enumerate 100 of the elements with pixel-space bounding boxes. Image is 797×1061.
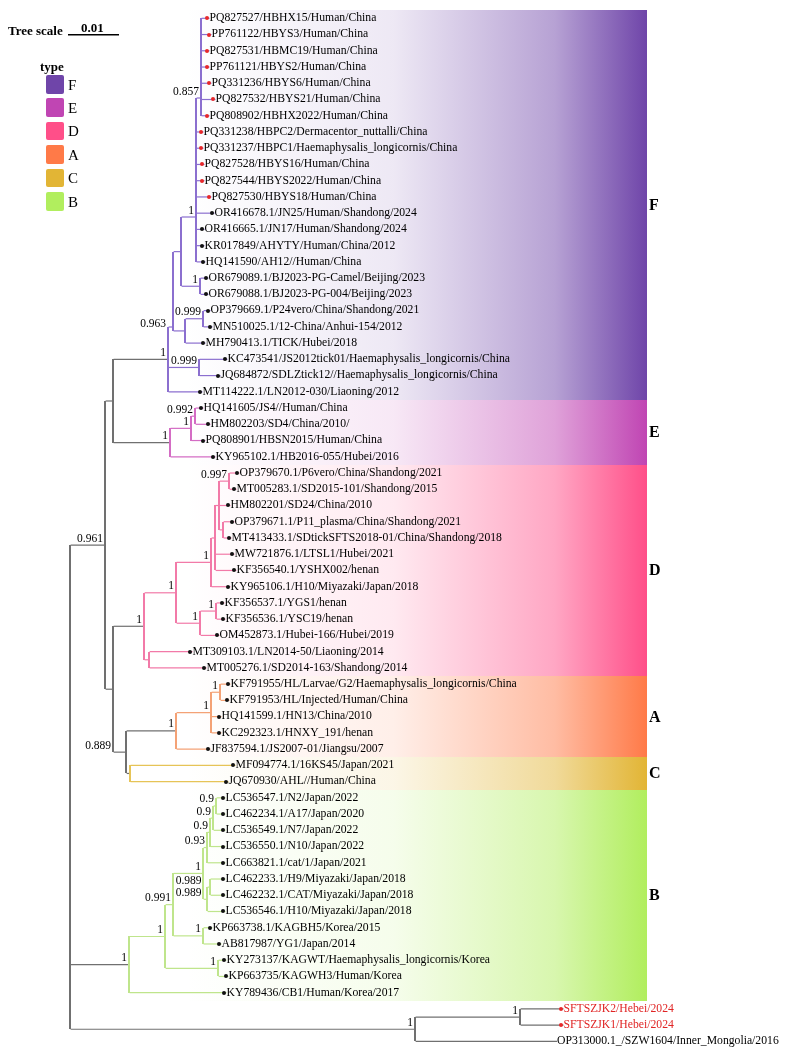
sequence-label: PP761122/HBYS3/Human/China [211, 26, 369, 43]
sequence-label: KC292323.1/HNXY_191/henan [221, 724, 374, 741]
legend-label: A [68, 145, 79, 164]
support-value: 0.857 [173, 85, 199, 97]
branch-line [185, 342, 207, 344]
junction-line [175, 562, 177, 624]
sequence-label: PQ827531/HBMC19/Human/China [209, 42, 378, 59]
junction-line [199, 611, 201, 636]
branch-line [176, 561, 211, 563]
junction-line [519, 1008, 521, 1026]
sequence-label: MW721876.1/LTSL1/Hubei/2021 [234, 546, 395, 563]
sequence-label: OR679088.1/BJ2023-PG-004/Beijing/2023 [208, 286, 413, 303]
sequence-label: PQ808902/HBHX2022/Human/China [209, 107, 389, 124]
sequence-label: LC536546.1/H10/Miyazaki/Japan/2018 [225, 903, 412, 920]
sequence-label: SFTSZJK1/Hebei/2024 [563, 1017, 674, 1034]
sequence-label: AB817987/YG1/Japan/2014 [221, 935, 356, 953]
branch-line [173, 330, 185, 332]
branch-line [215, 504, 219, 507]
support-value: 1 [168, 718, 174, 730]
sequence-label: MT114222.1/LN2012-030/Liaoning/2012 [202, 383, 400, 400]
branch-line [168, 326, 173, 328]
branch-line [129, 992, 228, 994]
support-value: 0.989 [175, 886, 202, 898]
branch-line [210, 817, 213, 819]
branch-line [130, 781, 230, 783]
support-value: 0.989 [175, 874, 202, 886]
junction-line [414, 1017, 416, 1042]
branch-line [144, 659, 149, 661]
branch-line [199, 374, 222, 377]
support-value: 1 [136, 613, 142, 625]
branch-line [203, 898, 207, 900]
sequence-label: OR416665.1/JN17/Human/Shandong/2024 [204, 221, 407, 238]
sequence-label: LC536549.1/N7/Japan/2022 [225, 822, 359, 839]
branch-line [170, 427, 191, 429]
support-value: 0.93 [184, 835, 205, 847]
support-value: 1 [407, 1016, 413, 1028]
branch-line [211, 537, 215, 539]
sequence-label: KC473541/JS2012tick01/Haemaphysalis_longicornis/China [227, 351, 510, 368]
support-value: 1 [195, 860, 201, 872]
junction-line [215, 797, 217, 815]
sequence-label: OR679089.1/BJ2023-PG-Camel/Beijing/2023 [208, 270, 426, 287]
support-value: 1 [210, 955, 216, 967]
clade-letter: E [649, 423, 660, 442]
branch-line [113, 751, 126, 753]
sequence-label: KF356536.1/YSC19/henan [225, 611, 354, 628]
scale-title: Tree scale [8, 23, 63, 38]
branch-line [113, 625, 144, 627]
junction-line [112, 359, 114, 443]
branch-line [196, 147, 205, 149]
branch-line [129, 935, 165, 938]
support-value: 1 [212, 679, 218, 691]
branch-line [203, 943, 223, 945]
support-value: 1 [168, 580, 174, 592]
sequence-label: LC462234.1/A17/Japan/2020 [225, 805, 365, 823]
sequence-label: MT309103.1/LN2014-50/Liaoning/2014 [192, 643, 384, 660]
junction-line [169, 428, 171, 457]
branch-line [415, 1040, 558, 1042]
legend-label: C [68, 169, 78, 188]
junction-line [206, 832, 208, 863]
junction-line [199, 278, 201, 295]
junction-line [219, 684, 221, 701]
branch-line [105, 688, 113, 690]
branch-line [520, 1024, 565, 1026]
branch-line [173, 872, 203, 875]
sequence-label: KP663735/KAGWH3/Human/Korea [228, 968, 402, 985]
sequence-label: PQ827532/HBYS21/Human/China [215, 91, 381, 108]
branch-line [196, 97, 201, 99]
branch-line [199, 358, 229, 360]
sequence-label: KP663738.1/KAGBH5/Korea/2015 [212, 919, 381, 936]
sequence-label: PQ331236/HBYS6/Human/China [211, 75, 371, 92]
branch-line [203, 927, 214, 929]
sequence-label: PQ827528/HBYS16/Human/China [204, 156, 370, 173]
junction-line [180, 217, 182, 287]
junction-line [172, 873, 174, 936]
sequence-label: PQ331238/HBPC2/Dermacentor_nuttalli/China [203, 123, 428, 141]
junction-line [172, 251, 174, 331]
branch-line [191, 415, 195, 417]
branch-line [207, 831, 210, 833]
junction-line [167, 327, 169, 392]
branch-line [415, 1016, 520, 1018]
sequence-label: OP379670.1/P6vero/China/Shandong/2021 [239, 464, 443, 482]
sequence-label: HQ141590/AH12//Human/China [205, 253, 362, 270]
branch-line [219, 529, 223, 531]
support-value: 1 [512, 1004, 518, 1016]
branch-line [220, 683, 232, 685]
support-value: 1 [188, 204, 194, 216]
branch-line [200, 634, 221, 636]
junction-line [202, 927, 204, 944]
support-value: 0.999 [175, 306, 201, 318]
branch-line [168, 391, 204, 393]
branch-line [211, 732, 223, 734]
support-value: 0.961 [77, 532, 103, 544]
sequence-label: PQ331237/HBPC1/Haemaphysalis_longicornis/China [203, 140, 458, 157]
branch-line [70, 1028, 415, 1030]
support-value: 0.997 [201, 468, 227, 480]
clade-letter: A [649, 707, 661, 726]
junction-line [214, 505, 216, 571]
legend-label: B [68, 192, 78, 211]
branch-line [203, 326, 214, 328]
sequence-label: OR416678.1/JN25/Human/Shandong/2024 [214, 205, 417, 222]
